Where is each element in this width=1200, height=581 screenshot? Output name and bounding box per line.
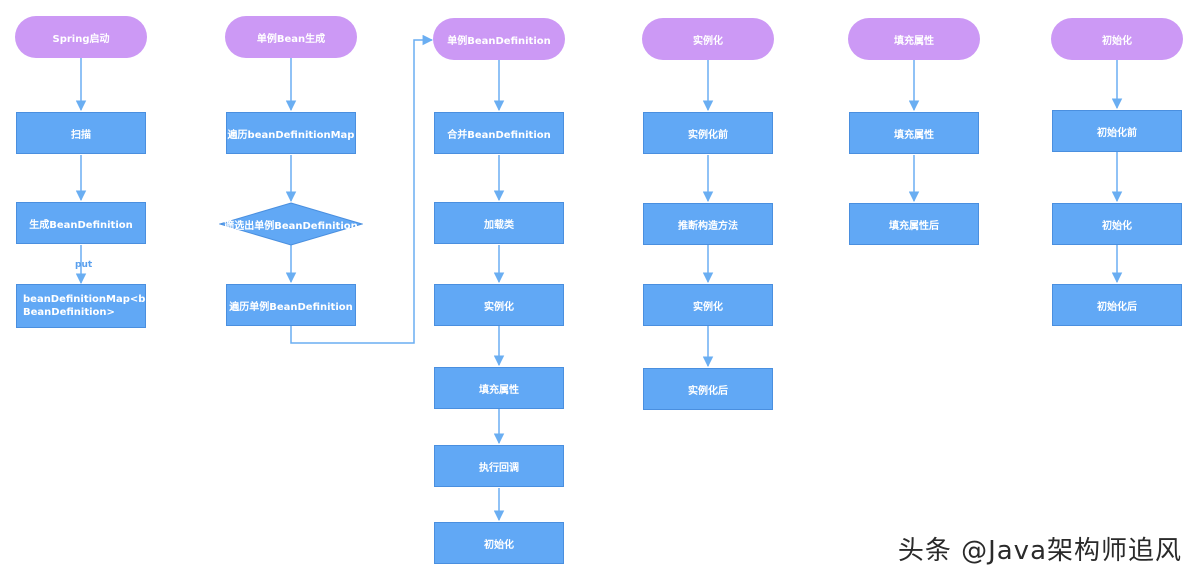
node-initialization-start: 初始化: [1051, 18, 1183, 60]
node-instantiation-start: 实例化: [642, 18, 774, 60]
node-invoke-callbacks: 执行回调: [434, 445, 564, 487]
node-before-initialization: 初始化前: [1052, 110, 1182, 152]
node-generate-beandefinition: 生成BeanDefinition: [16, 202, 146, 244]
node-infer-constructor: 推断构造方法: [643, 203, 773, 245]
node-populate-start: 填充属性: [848, 18, 980, 60]
node-initialize: 初始化: [434, 522, 564, 564]
node-instantiate: 实例化: [434, 284, 564, 326]
node-beandefinitionmap: beanDefinitionMap<beanName, BeanDefiniti…: [16, 284, 202, 328]
node-spring-start: Spring启动: [15, 16, 147, 58]
node-iterate-beandefinitionmap: 遍历beanDefinitionMap: [226, 112, 356, 154]
arrow-c2-to-c3: [290, 34, 434, 344]
node-after-instantiation: 实例化后: [643, 368, 773, 410]
node-before-instantiation: 实例化前: [643, 112, 773, 154]
node-load-class: 加载类: [434, 202, 564, 244]
node-singleton-beandefinition-start: 单例BeanDefinition: [433, 18, 565, 60]
node-filter-singleton-decision: 筛选出单例BeanDefinition: [219, 202, 363, 246]
node-scan: 扫描: [16, 112, 146, 154]
node-populate-properties: 填充属性: [434, 367, 564, 409]
watermark: 头条 @Java架构师追风: [897, 536, 1182, 566]
node-instantiation: 实例化: [643, 284, 773, 326]
node-singleton-bean-start: 单例Bean生成: [225, 16, 357, 58]
node-populate: 填充属性: [849, 112, 979, 154]
node-merge-beandefinition: 合并BeanDefinition: [434, 112, 564, 154]
edge-label-put: put: [75, 260, 93, 270]
node-iterate-singleton-beandefinition: 遍历单例BeanDefinition: [226, 284, 356, 326]
node-after-populate: 填充属性后: [849, 203, 979, 245]
node-after-initialization: 初始化后: [1052, 284, 1182, 326]
node-initialization: 初始化: [1052, 203, 1182, 245]
